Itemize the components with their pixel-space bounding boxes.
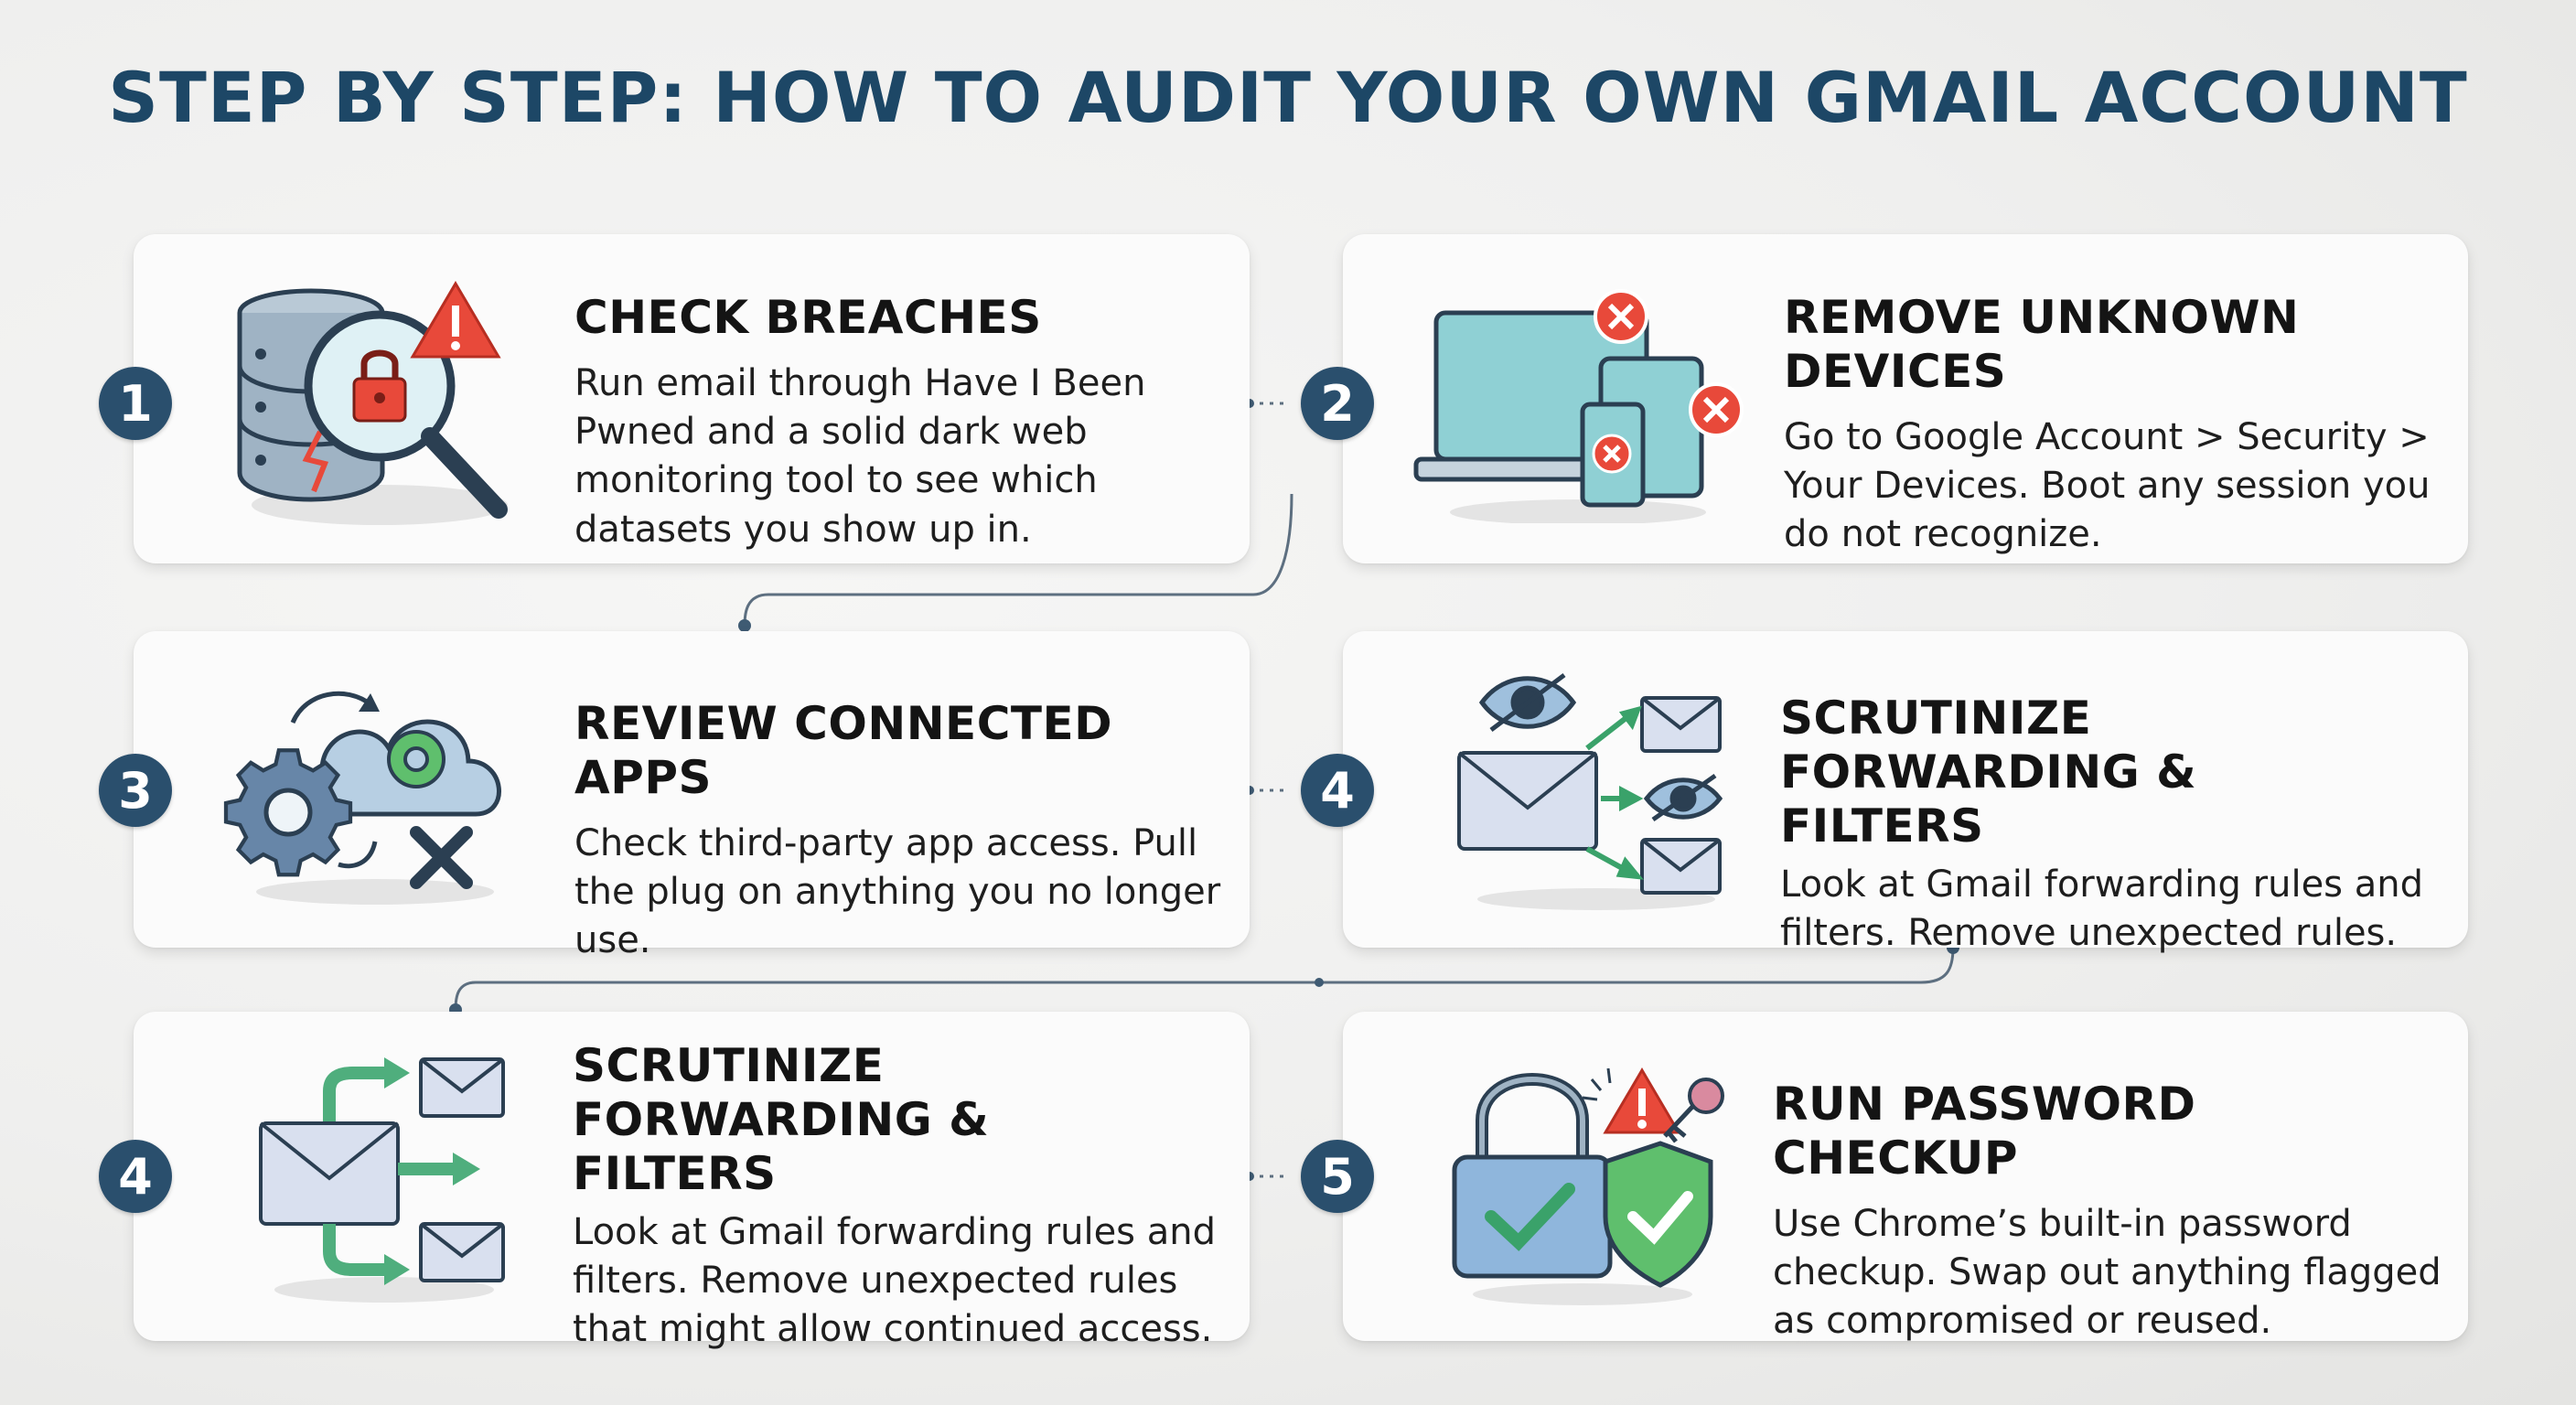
page-title: STEP BY STEP: HOW TO AUDIT YOUR OWN GMAI… [108,57,2468,138]
step-text: SCRUTINIZE FORWARDING & FILTERS Look at … [1780,692,2457,958]
step-description: Run email through Have I Been Pwned and … [574,362,1146,551]
database-magnifier-lock-icon [233,276,517,532]
step-heading: REVIEW CONNECTED APPS [574,697,1113,804]
step-number-badge: 4 [99,1140,172,1213]
step-number-badge: 2 [1301,367,1374,440]
step-description: Look at Gmail forwarding rules and filte… [1780,863,2423,955]
step-heading: SCRUTINIZE FORWARDING & FILTERS [1780,692,2197,853]
step-heading: SCRUTINIZE FORWARDING & FILTERS [573,1039,990,1200]
step-description: Go to Google Account > Security > Your D… [1784,416,2431,556]
step-number-badge: 5 [1301,1140,1374,1213]
connector-4-to-4 [454,947,1955,1011]
step-text: RUN PASSWORD CHECKUP Use Chrome’s built-… [1773,1078,2450,1346]
step-description: Look at Gmail forwarding rules and filte… [573,1211,1216,1351]
step-text: REMOVE UNKNOWN DEVICES Go to Google Acco… [1784,291,2461,560]
step-number-badge: 1 [99,367,172,440]
step-description: Use Chrome’s built-in password checkup. … [1773,1203,2442,1343]
email-forward-icon [247,1050,521,1306]
step-description: Check third-party app access. Pull the p… [574,822,1221,962]
step-heading: REMOVE UNKNOWN DEVICES [1784,291,2300,398]
connector-2-to-3 [743,493,1293,627]
step-heading: CHECK BREACHES [574,291,1042,344]
email-forward-eye-icon [1450,666,1743,913]
step-number-badge: 3 [99,754,172,827]
cloud-gears-icon [220,677,521,906]
step-text: CHECK BREACHES Run email through Have I … [574,291,1233,554]
devices-icon [1409,285,1747,525]
step-number-badge: 4 [1301,754,1374,827]
step-heading: RUN PASSWORD CHECKUP [1773,1078,2196,1185]
step-text: SCRUTINIZE FORWARDING & FILTERS Look at … [573,1039,1231,1355]
padlock-shield-icon [1445,1061,1738,1308]
step-text: REVIEW CONNECTED APPS Check third-party … [574,697,1233,966]
